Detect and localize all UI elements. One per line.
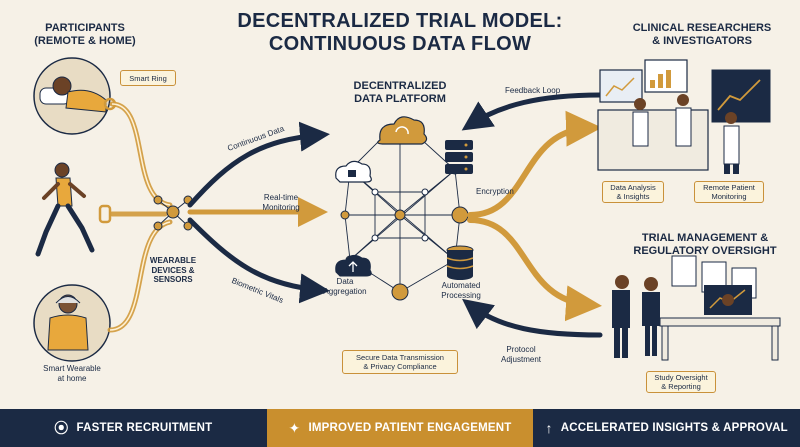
smart-ring-tag: Smart Ring [120,70,176,86]
rocket-icon: ↑ [545,420,553,436]
footer-bar: ⦿ FASTER RECRUITMENT ✦ IMPROVED PATIENT … [0,409,800,447]
platform-output-flows [467,110,602,322]
secure-transmission-tag: Secure Data Transmission & Privacy Compl… [342,350,458,374]
protocol-arrow [462,298,603,338]
participants-heading: PARTICIPANTS (REMOTE & HOME) [34,22,136,47]
participant-running [35,162,95,257]
researchers-heading: CLINICAL RESEARCHERS & INVESTIGATORS [632,22,772,47]
footer-patient-engagement: ✦ IMPROVED PATIENT ENGAGEMENT [266,409,534,447]
feedback-arrow [461,92,603,131]
server-icon [445,140,473,174]
automated-processing-label: Automated Processing [441,281,481,300]
lock-cloud-icon [335,160,372,183]
handshake-icon: ✦ [288,419,301,436]
protocol-adjustment-label: Protocol Adjustment [500,345,542,364]
wearable-devices-label: WEARABLE DEVICES & SENSORS [149,256,197,284]
magnet-icon: ⦿ [54,420,69,436]
feedback-loop-label: Feedback Loop [505,86,561,95]
participant-sleeping [33,57,111,135]
diagram-illustration [33,57,781,362]
encryption-label: Encryption [476,187,514,196]
platform-heading: DECENTRALIZED DATA PLATFORM [353,80,447,105]
cloud-sync-icon [377,116,428,145]
participant-elderly [33,284,111,362]
smart-wearable-label: Smart Wearable at home [43,364,101,383]
management-scene [612,255,781,361]
footer-faster-recruitment: ⦿ FASTER RECRUITMENT [0,409,267,447]
data-analysis-tag: Data Analysis & Insights [602,181,664,203]
title-line-1: DECENTRALIZED TRIAL MODEL: [237,10,563,32]
upload-cloud-icon [335,254,372,277]
device-flows [187,121,330,304]
participant-flows [107,101,173,333]
database-icon [446,245,474,280]
remote-monitoring-tag: Remote Patient Monitoring [694,181,764,203]
management-heading: TRIAL MANAGEMENT & REGULATORY OVERSIGHT [633,232,777,257]
page-title: DECENTRALIZED TRIAL MODEL: CONTINUOUS DA… [0,10,800,56]
participant-flow-highlights [109,103,171,331]
title-line-2: CONTINUOUS DATA FLOW [268,33,532,55]
realtime-monitoring-label: Real-time Monitoring [262,193,300,212]
data-aggregation-label: Data Aggregation [323,277,367,296]
footer-accelerated-insights: ↑ ACCELERATED INSIGHTS & APPROVAL [533,409,800,447]
study-oversight-tag: Study Oversight & Reporting [646,371,716,393]
researchers-scene [597,59,771,174]
